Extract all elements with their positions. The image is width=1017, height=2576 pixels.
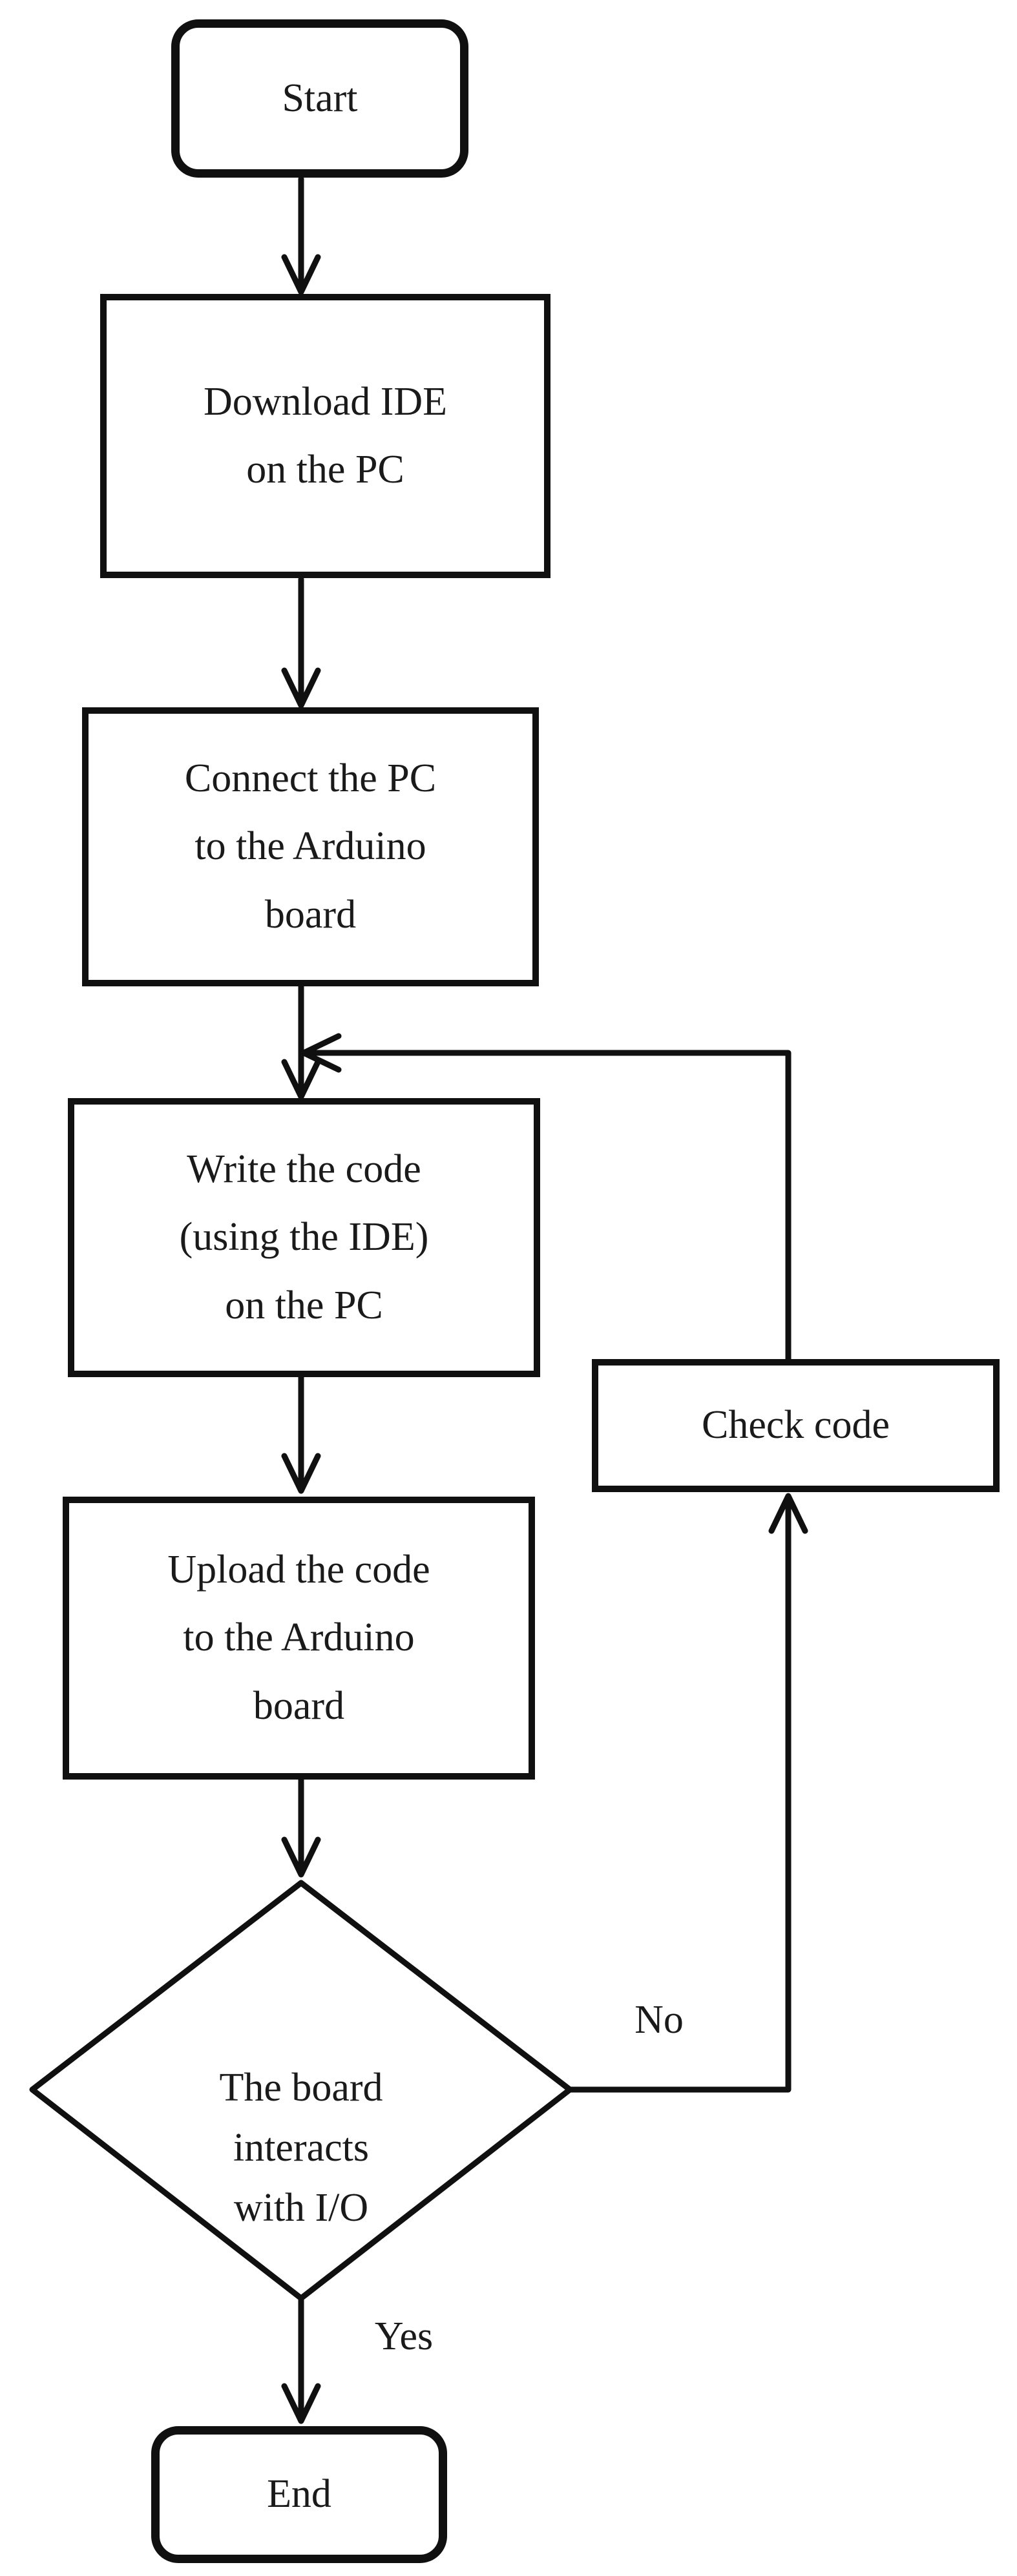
edge-label-no: No (634, 1998, 684, 2042)
decision-diamond-shape (29, 1880, 573, 2301)
arrow-no-decision-to-check (567, 1493, 808, 2093)
flowchart-node-start: Start (171, 19, 468, 178)
flowchart-node-download-ide: Download IDE on the PC (100, 294, 550, 578)
edge-label-yes: Yes (374, 2314, 434, 2358)
flowchart-node-write-code: Write the code (using the IDE) on the PC (68, 1098, 540, 1377)
loopback-rail-check-to-write (300, 1033, 792, 1362)
flowchart-node-connect-pc: Connect the PC to the Arduino board (82, 707, 539, 986)
flowchart-node-end: End (151, 2426, 447, 2563)
arrow-start-to-download (281, 176, 321, 295)
flowchart-node-upload-code: Upload the code to the Arduino board (63, 1497, 535, 1780)
arrow-write-to-upload (281, 1374, 321, 1494)
arrow-download-to-connect (281, 576, 321, 709)
arrow-yes-decision-to-end (281, 2296, 321, 2424)
flowchart-decision-label: The board interacts with I/O (219, 2065, 383, 2230)
arrow-connect-to-write (281, 983, 321, 1100)
arrow-upload-to-decision (281, 1776, 321, 1878)
flowchart-node-check-code: Check code (592, 1359, 1000, 1492)
